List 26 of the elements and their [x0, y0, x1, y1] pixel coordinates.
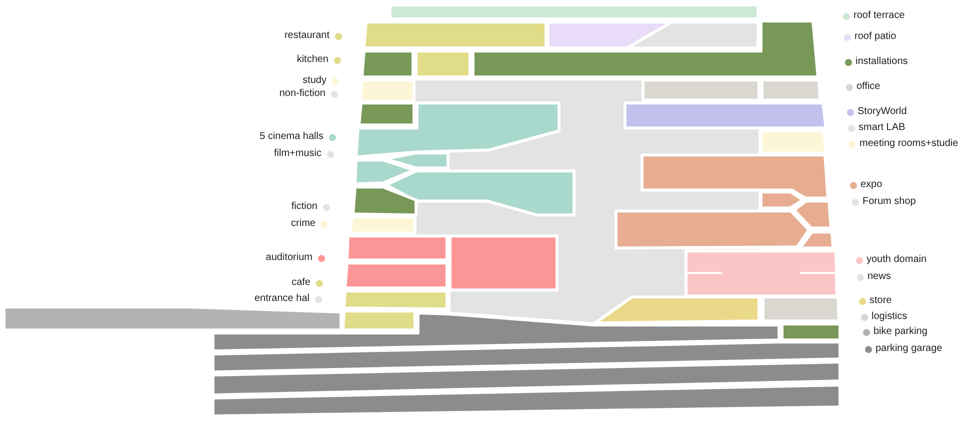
legend-label: entrance hal — [254, 293, 310, 305]
legend-label: office — [856, 81, 880, 93]
legend-label: Forum shop — [862, 196, 916, 208]
legend-label: parking garage — [876, 343, 942, 355]
legend-label: auditorium — [266, 252, 312, 264]
legend-label: crime — [291, 218, 316, 230]
legend-label: study — [302, 75, 326, 87]
legend-label: expo — [860, 179, 882, 191]
legend-label: smart LAB — [858, 122, 906, 134]
legend-label: store — [870, 295, 892, 307]
legend-label: youth domain — [866, 254, 927, 266]
legend-label: film+music — [274, 148, 322, 160]
legend-label: bike parking — [874, 326, 928, 338]
legend-label: cafe — [292, 277, 310, 289]
legend-label: StoryWorld — [858, 106, 907, 118]
legend-label: roof patio — [854, 31, 896, 43]
legend-label: meeting rooms+studie — [860, 138, 958, 150]
legend-label: kitchen — [296, 54, 328, 66]
legend-label: restaurant — [284, 30, 330, 42]
legend-label: news — [868, 271, 891, 283]
legend-label: 5 cinema halls — [260, 131, 324, 143]
legend-label: fiction — [291, 201, 318, 213]
legend-label: installations — [856, 56, 908, 68]
legend-label: roof terrace — [854, 10, 905, 22]
legend-label: logistics — [872, 311, 908, 323]
legend-label: non-fiction — [279, 88, 326, 100]
